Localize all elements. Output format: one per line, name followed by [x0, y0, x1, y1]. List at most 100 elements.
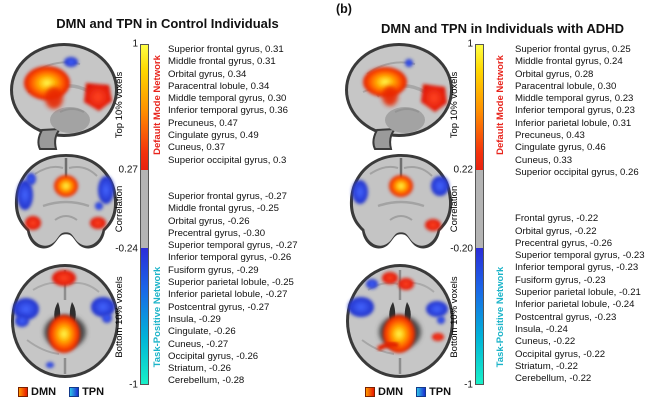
- region-item: Inferior parietal lobule, 0.31: [515, 117, 632, 129]
- colorbar-cool-segment: [476, 248, 483, 384]
- legend-tpn-label: TPN: [82, 386, 105, 398]
- tpn-color-swatch: [69, 387, 80, 397]
- colorbar-scale: 1 0.22 -0.20 -1 Top 10% voxels Correlati…: [439, 39, 473, 391]
- region-item: Middle frontal gyrus, 0.31: [168, 56, 276, 68]
- region-item: Superior occipital gyrus, 0.3: [168, 154, 287, 166]
- panel-adhd: DMN and TPN in Individuals with ADHD: [335, 0, 670, 409]
- region-item: Superior parietal lobule, -0.21: [515, 287, 641, 299]
- colorbar-hot-segment: [476, 45, 483, 171]
- region-item: Orbital gyrus, 0.28: [515, 68, 594, 80]
- region-item: Orbital gyrus, -0.26: [168, 215, 250, 227]
- region-item: Inferior temporal gyrus, 0.36: [168, 105, 288, 117]
- panel-control: DMN and TPN in Control Individuals: [2, 16, 334, 398]
- axial-brain-slice: [11, 264, 119, 378]
- bottom-voxels-label: Bottom 10% voxels: [449, 276, 460, 358]
- dmn-activation-blobs: [24, 66, 112, 111]
- region-item: Cerebellum, -0.28: [168, 375, 245, 387]
- region-item: Cuneus, 0.33: [515, 154, 573, 166]
- region-item: Middle frontal gyrus, 0.24: [515, 56, 623, 68]
- colorbar-tick-top: 1: [132, 38, 138, 50]
- bottom-voxels-label: Bottom 10% voxels: [114, 276, 125, 358]
- legend: DMN TPN: [365, 386, 451, 398]
- brain-slices-column: [2, 40, 130, 380]
- tpn-deactivation-blobs: [64, 57, 78, 67]
- tpn-color-swatch: [416, 387, 427, 397]
- region-item: Insula, -0.29: [168, 313, 221, 325]
- region-item: Superior frontal gyrus, -0.27: [168, 190, 287, 202]
- dmn-activation-blobs: [363, 67, 447, 112]
- colorbar-cool-segment: [141, 248, 148, 384]
- tpn-deactivation-blobs: [348, 279, 448, 324]
- region-item: Superior frontal gyrus, 0.25: [515, 44, 631, 55]
- region-item: Paracentral lobule, 0.30: [515, 80, 617, 92]
- colorbar-tick-bottom: -1: [129, 379, 138, 391]
- region-item: Cerebellum, -0.22: [515, 373, 592, 385]
- task-positive-network-label: Task-Positive Network: [495, 266, 506, 368]
- region-item: Superior temporal gyrus, -0.27: [168, 240, 298, 252]
- legend-tpn-label: TPN: [429, 386, 452, 398]
- region-item: Middle frontal gyrus, -0.25: [168, 203, 279, 215]
- region-item: Orbital gyrus, 0.34: [168, 68, 247, 80]
- legend-dmn-label: DMN: [31, 386, 57, 398]
- dmn-color-swatch: [365, 387, 375, 397]
- brain-slices-column: [337, 40, 465, 380]
- figure-panel-letter: (b): [336, 2, 352, 16]
- legend: DMN TPN: [18, 386, 104, 398]
- region-item: Precentral gyrus, -0.26: [515, 237, 613, 249]
- correlation-label: Correlation: [449, 186, 460, 233]
- region-item: Precuneus, 0.47: [168, 117, 238, 129]
- region-item: Paracentral lobule, 0.34: [168, 80, 270, 92]
- colorbar-tick-tpn-threshold: -0.24: [115, 243, 138, 255]
- region-item: Occipital gyrus, -0.22: [515, 348, 606, 360]
- region-item: Fusiform gyrus, -0.29: [168, 264, 259, 276]
- colorbar-hot-segment: [141, 45, 148, 171]
- colorbar-gray-segment: [476, 170, 483, 249]
- colorbar-gray-segment: [141, 170, 148, 249]
- region-item: Postcentral gyrus, -0.23: [515, 311, 617, 323]
- region-item: Cuneus, 0.37: [168, 142, 226, 154]
- region-item: Cuneus, -0.27: [168, 338, 229, 350]
- top-voxels-label: Top 10% voxels: [449, 72, 460, 139]
- region-item: Cingulate gyrus, 0.49: [168, 130, 259, 142]
- dmn-activation-blobs: [376, 272, 444, 353]
- region-item: Cingulate gyrus, 0.46: [515, 142, 606, 154]
- region-item: Inferior parietal lobule, -0.24: [515, 299, 635, 311]
- region-item: Precentral gyrus, -0.30: [168, 227, 266, 239]
- dmn-activation-blobs: [48, 270, 80, 353]
- tpn-deactivation-blobs: [405, 59, 413, 67]
- region-item: Inferior parietal lobule, -0.27: [168, 289, 288, 301]
- region-item: Precuneus, 0.43: [515, 130, 585, 142]
- legend-dmn-label: DMN: [378, 386, 404, 398]
- region-item: Inferior temporal gyrus, 0.23: [515, 105, 635, 117]
- region-item: Cuneus, -0.22: [515, 336, 576, 348]
- region-item: Inferior temporal gyrus, -0.26: [168, 252, 292, 264]
- dmn-activation-blobs: [25, 175, 106, 230]
- colorbar-tick-tpn-threshold: -0.20: [450, 243, 473, 255]
- region-item: Superior frontal gyrus, 0.31: [168, 44, 284, 55]
- region-item: Striatum, -0.26: [168, 363, 231, 375]
- region-item: Middle temporal gyrus, 0.23: [515, 93, 634, 105]
- tpn-deactivation-blobs: [13, 297, 115, 368]
- coronal-brain-slice: [14, 154, 118, 249]
- region-item: Frontal gyrus, -0.22: [515, 213, 599, 225]
- colorbar-tick-bottom: -1: [464, 379, 473, 391]
- panel-title: DMN and TPN in Control Individuals: [56, 16, 279, 31]
- colorbar-tick-dmn-threshold: 0.27: [118, 164, 138, 176]
- sagittal-brain-slice: [10, 43, 118, 150]
- network-labels: Default Mode Network Task-Positive Netwo…: [495, 44, 509, 385]
- default-mode-network-label: Default Mode Network: [152, 55, 163, 156]
- dmn-activation-blobs: [389, 175, 441, 231]
- region-item: Occipital gyrus, -0.26: [168, 350, 259, 362]
- region-item: Superior temporal gyrus, -0.23: [515, 250, 645, 262]
- colorbar-tick-top: 1: [467, 38, 473, 50]
- network-labels: Default Mode Network Task-Positive Netwo…: [152, 44, 166, 385]
- top-voxels-label: Top 10% voxels: [114, 72, 125, 139]
- region-item: Postcentral gyrus, -0.27: [168, 301, 270, 313]
- panel-title: DMN and TPN in Individuals with ADHD: [381, 21, 624, 36]
